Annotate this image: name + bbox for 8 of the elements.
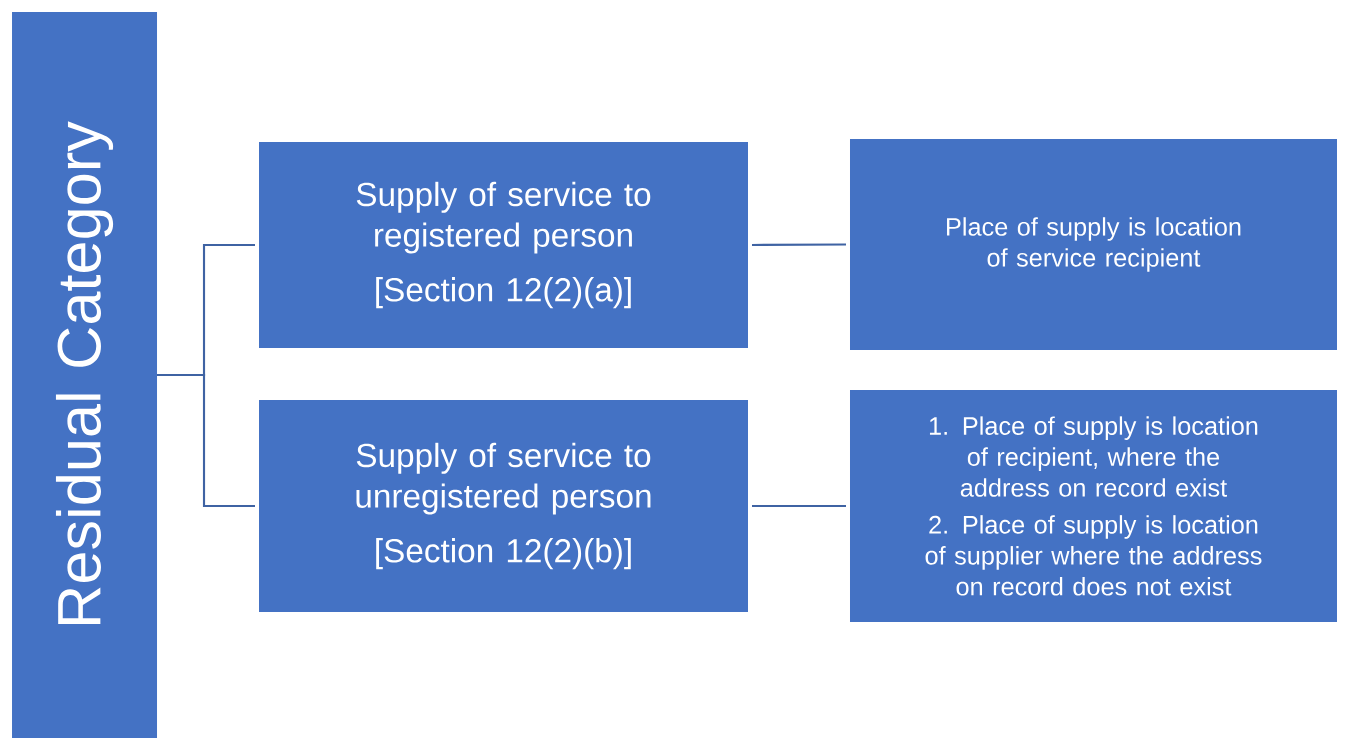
connector-line xyxy=(157,373,255,508)
category-bar: Residual Category xyxy=(12,12,157,738)
process-box: Place of supply is location of service recipient xyxy=(850,139,1337,350)
process-box: Supply of service to registered person [Section 12(2)(a)] xyxy=(259,142,748,348)
connector-line xyxy=(752,504,846,508)
process-box: 1. Place of supply is location of recipient, where the address on record exist 2. Place of supply is location of supplier where the address on record does not exist xyxy=(850,390,1337,622)
connector-line xyxy=(752,243,846,247)
process-box: Supply of service to unregistered person [Section 12(2)(b)] xyxy=(259,400,748,612)
